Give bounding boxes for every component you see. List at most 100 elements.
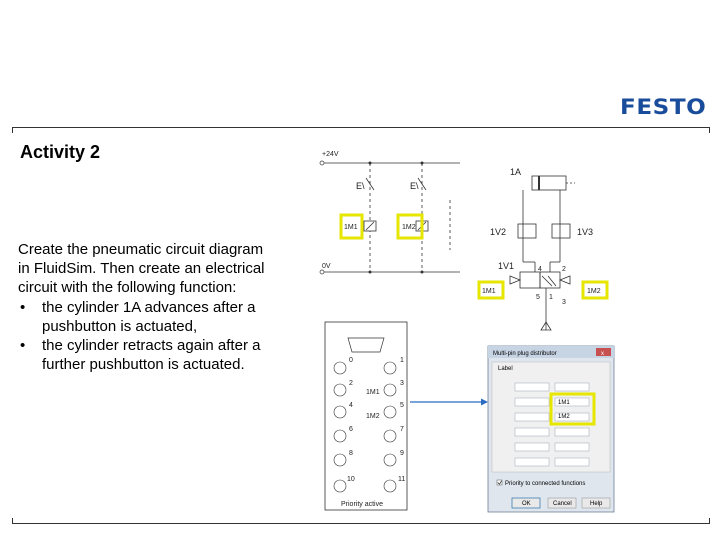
- switch-label: E\: [410, 181, 419, 191]
- cylinder-body: [531, 175, 567, 191]
- label-entry-1m2: 1M2: [558, 414, 570, 420]
- supply-label-bottom: 0V: [322, 263, 331, 270]
- pin-number: 8: [349, 450, 353, 457]
- coil-label-1m1: 1M1: [344, 224, 358, 231]
- pin-number: 0: [349, 357, 353, 364]
- help-button-label: Help: [590, 501, 603, 507]
- pin-number: 2: [349, 380, 353, 387]
- port-label: 3: [562, 299, 566, 306]
- electrical-circuit: [322, 162, 460, 273]
- highlight-box: [581, 280, 609, 300]
- pin-number: 1: [400, 357, 404, 364]
- pneumatic-circuit: [509, 175, 575, 330]
- pin: [383, 453, 397, 467]
- festo-logo: FESTO: [620, 95, 707, 119]
- pin-number: 9: [400, 450, 404, 457]
- valve-label-main: 1V1: [498, 261, 514, 271]
- bullet-item: the cylinder 1A advances after a pushbut…: [18, 298, 268, 336]
- slide-body: Create the pneumatic circuit diagram in …: [18, 240, 268, 374]
- valve-label-right: 1V3: [577, 227, 593, 237]
- terminal-top: [319, 160, 325, 166]
- pin: [333, 479, 347, 493]
- pin-number: 6: [349, 426, 353, 433]
- check-icon: [497, 480, 502, 485]
- pin-assignment: 1M1: [366, 389, 380, 396]
- pin-number: 3: [400, 380, 404, 387]
- rule-tick: [12, 127, 13, 133]
- valve-box: [539, 271, 561, 289]
- intro-text: Create the pneumatic circuit diagram in …: [18, 241, 265, 297]
- label-field[interactable]: [514, 442, 550, 452]
- pin: [383, 383, 397, 397]
- pin: [333, 429, 347, 443]
- priority-checkbox[interactable]: [496, 479, 503, 486]
- pin-number: 7: [400, 426, 404, 433]
- junction: [420, 270, 424, 274]
- priority-checkbox-label: Priority to connected functions: [505, 481, 585, 487]
- label-field[interactable]: [554, 397, 590, 407]
- pin: [383, 361, 397, 375]
- valve-box: [519, 271, 541, 289]
- pin: [383, 429, 397, 443]
- rule-tick: [12, 518, 13, 524]
- label-field[interactable]: [554, 457, 590, 467]
- label-field[interactable]: [554, 427, 590, 437]
- connector-plug-icon: [347, 337, 385, 353]
- valve-arrows: [541, 275, 557, 287]
- pin: [333, 383, 347, 397]
- label-group-title: Label: [498, 366, 513, 372]
- switch-label: E\: [356, 181, 365, 191]
- help-button[interactable]: [581, 497, 611, 509]
- pin-number: 10: [347, 476, 355, 483]
- dialog-titlebar: [488, 346, 614, 358]
- dialog-title: Multi-pin plug distributor: [493, 351, 557, 357]
- bullet-item: the cylinder retracts again after a furt…: [18, 336, 268, 374]
- junction: [368, 161, 372, 165]
- label-field[interactable]: [554, 442, 590, 452]
- junction: [420, 161, 424, 165]
- pin: [383, 405, 397, 419]
- pin: [333, 361, 347, 375]
- port-label: 4: [538, 266, 542, 273]
- label-field[interactable]: [514, 397, 550, 407]
- coil-label-1m2: 1M2: [402, 224, 416, 231]
- supply-label-top: +24V: [322, 151, 339, 158]
- cancel-button-label: Cancel: [553, 501, 572, 507]
- pushbutton-contacts: [365, 177, 427, 191]
- arrow-head-icon: [481, 398, 488, 406]
- coil-label-1m2: 1M2: [587, 288, 601, 295]
- air-source-icon: [540, 321, 552, 331]
- pin: [333, 453, 347, 467]
- highlight-box: [339, 213, 364, 240]
- cylinder-label: 1A: [510, 167, 521, 177]
- label-field[interactable]: [514, 412, 550, 422]
- flow-valve-left: [517, 223, 537, 239]
- rule-tick: [709, 518, 710, 524]
- pin-number: 5: [400, 402, 404, 409]
- pin-number: 11: [398, 476, 405, 483]
- highlight-box: [396, 213, 424, 240]
- label-field[interactable]: [514, 427, 550, 437]
- label-field[interactable]: [514, 382, 550, 392]
- close-icon: x: [601, 351, 604, 357]
- port-label: 1: [549, 294, 553, 301]
- label-field[interactable]: [514, 457, 550, 467]
- ok-button[interactable]: [511, 497, 541, 509]
- dialog-close-button[interactable]: [596, 348, 611, 356]
- rule-tick: [709, 127, 710, 133]
- port-label: 2: [562, 266, 566, 273]
- label-field[interactable]: [554, 412, 590, 422]
- label-entry-1m1: 1M1: [558, 400, 570, 406]
- header-rule: [12, 127, 710, 128]
- bullet-list: the cylinder 1A advances after a pushbut…: [18, 298, 268, 375]
- label-field[interactable]: [554, 382, 590, 392]
- terminal-bottom: [319, 269, 325, 275]
- pin: [333, 405, 347, 419]
- slide-title: Activity 2: [20, 142, 101, 162]
- solenoid-operators: [509, 275, 571, 285]
- junction: [368, 270, 372, 274]
- port-label: 5: [536, 294, 540, 301]
- valve-label-left: 1V2: [490, 227, 506, 237]
- cancel-button[interactable]: [547, 497, 577, 509]
